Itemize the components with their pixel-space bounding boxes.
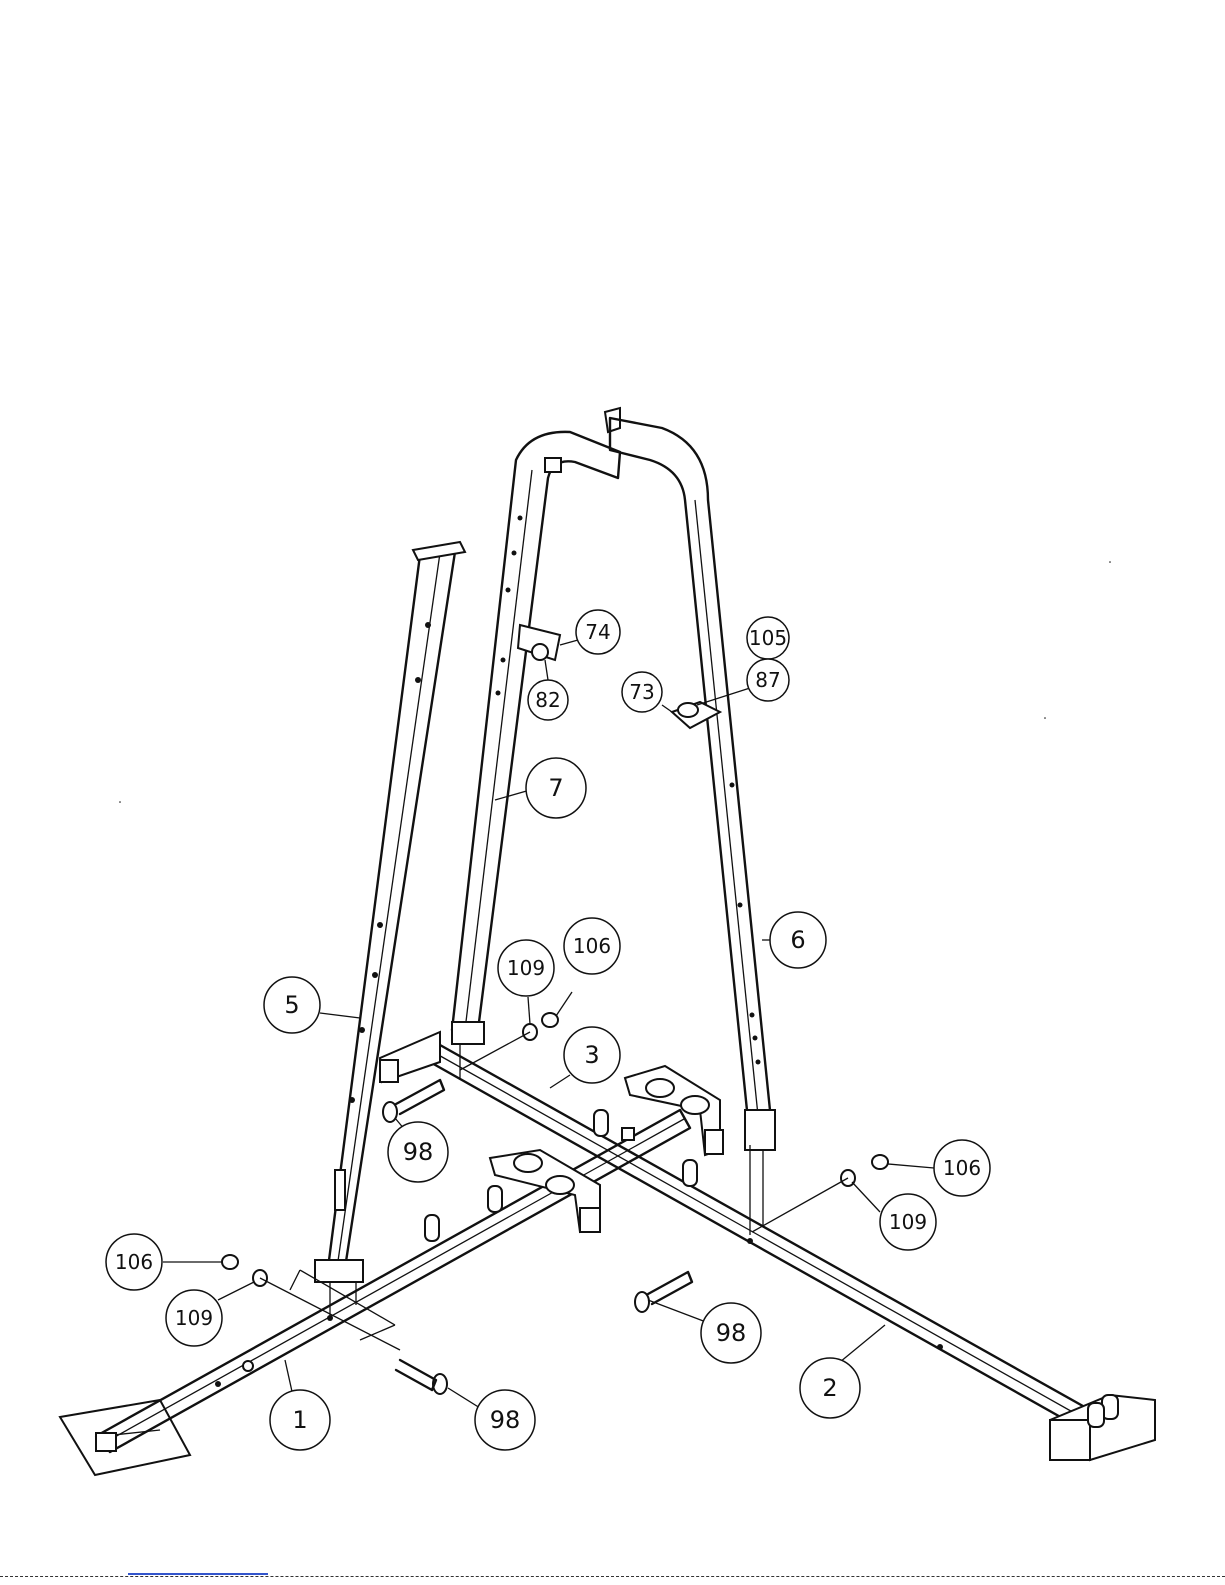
svg-text:98: 98 <box>716 1319 747 1347</box>
svg-text:2: 2 <box>822 1374 837 1402</box>
callout-73: 73 <box>622 672 662 712</box>
svg-text:109: 109 <box>889 1210 927 1234</box>
svg-text:109: 109 <box>175 1306 213 1330</box>
callout-2: 2 <box>800 1358 860 1418</box>
bolt-center <box>383 1080 444 1122</box>
callout-109-center: 109 <box>498 940 554 996</box>
svg-text:74: 74 <box>585 620 610 644</box>
page-bottom-rule <box>0 1576 1225 1577</box>
svg-text:3: 3 <box>584 1041 599 1069</box>
nut-left <box>222 1255 238 1269</box>
svg-text:7: 7 <box>548 774 563 802</box>
callout-105: 105 <box>747 617 789 659</box>
callout-98-center: 98 <box>388 1122 448 1182</box>
rear-post <box>315 542 465 1282</box>
scan-speck <box>1044 717 1046 719</box>
callout-106-left: 106 <box>106 1234 162 1290</box>
callout-87: 87 <box>747 659 789 701</box>
callout-1: 1 <box>270 1390 330 1450</box>
nut-center <box>542 1013 558 1027</box>
callout-3: 3 <box>564 1027 620 1083</box>
upright-frame-rear <box>605 408 775 1150</box>
callout-7: 7 <box>526 758 586 818</box>
page-bottom-link-underline <box>128 1573 268 1575</box>
svg-text:109: 109 <box>507 956 545 980</box>
svg-text:5: 5 <box>284 991 299 1019</box>
callout-106-center: 106 <box>564 918 620 974</box>
svg-text:98: 98 <box>490 1406 521 1434</box>
callout-98-left: 98 <box>475 1390 535 1450</box>
callout-98-right: 98 <box>701 1303 761 1363</box>
callout-109-right: 109 <box>880 1194 936 1250</box>
svg-text:106: 106 <box>115 1250 153 1274</box>
svg-text:73: 73 <box>629 680 654 704</box>
base-tube-left <box>60 1110 690 1475</box>
svg-text:98: 98 <box>403 1138 434 1166</box>
svg-text:105: 105 <box>749 626 787 650</box>
scan-speck <box>1109 561 1111 563</box>
callout-109-left: 109 <box>166 1290 222 1346</box>
callout-6: 6 <box>770 912 826 968</box>
nut-right <box>872 1155 888 1169</box>
svg-text:106: 106 <box>943 1156 981 1180</box>
svg-text:106: 106 <box>573 934 611 958</box>
callout-82: 82 <box>528 680 568 720</box>
base-tube-right <box>430 1045 1155 1460</box>
callout-5: 5 <box>264 977 320 1033</box>
callout-74: 74 <box>576 610 620 654</box>
svg-text:1: 1 <box>292 1406 307 1434</box>
callout-106-right: 106 <box>934 1140 990 1196</box>
scan-speck <box>119 801 121 803</box>
bolt-left <box>396 1360 447 1394</box>
svg-text:87: 87 <box>755 668 780 692</box>
svg-text:6: 6 <box>790 926 805 954</box>
svg-text:82: 82 <box>535 688 560 712</box>
